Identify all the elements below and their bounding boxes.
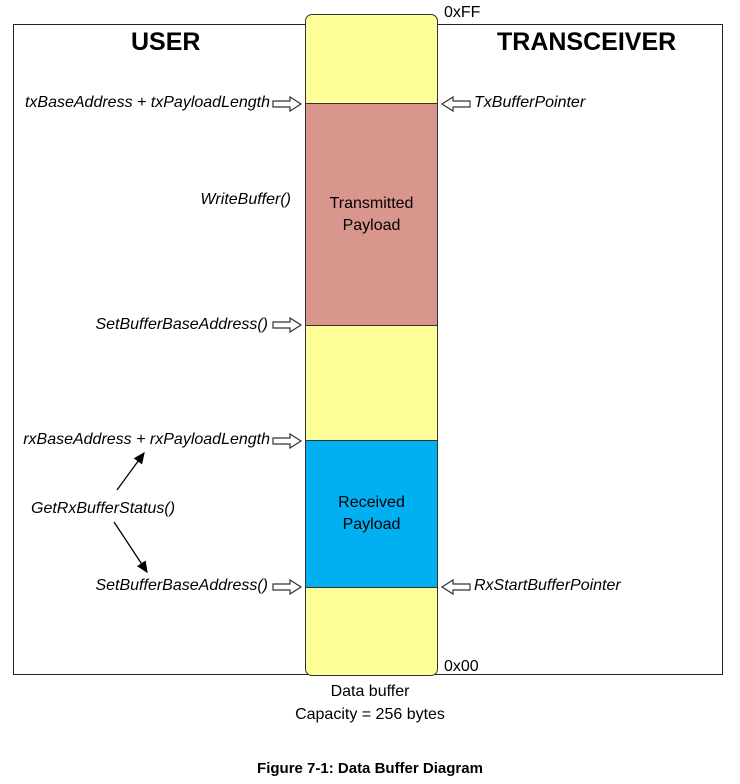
buffer-capacity: Capacity = 256 bytes	[295, 706, 445, 723]
transceiver-header: TRANSCEIVER	[497, 28, 677, 56]
tx-pointer-arrow-icon	[440, 95, 471, 113]
data-buffer: Transmitted Payload Received Payload	[305, 14, 438, 676]
tx-end-label: txBaseAddress + txPayloadLength	[24, 94, 270, 111]
address-bottom: 0x00	[444, 658, 479, 675]
figure-title: Figure 7-1: Data Buffer Diagram	[257, 760, 483, 777]
set-base-tx-label: SetBufferBaseAddress()	[95, 316, 268, 333]
tx-buffer-pointer-label: TxBufferPointer	[474, 94, 586, 111]
received-payload-label: Received	[338, 494, 405, 511]
set-base-rx-label: SetBufferBaseAddress()	[95, 577, 268, 594]
received-payload-region: Received Payload	[306, 440, 437, 588]
write-buffer-label: WriteBuffer()	[200, 191, 291, 208]
rx-end-arrow-icon	[272, 432, 303, 450]
tx-end-arrow-icon	[272, 95, 303, 113]
buffer-caption: Data buffer	[330, 683, 410, 700]
user-header: USER	[131, 28, 201, 56]
address-top: 0xFF	[444, 4, 481, 21]
rx-buffer-status-label: GetRxBufferStatus()	[31, 500, 176, 517]
set-base-rx-arrow-icon	[272, 578, 303, 596]
transmitted-payload-label: Transmitted	[329, 194, 414, 212]
rx-pointer-arrow-icon	[440, 578, 471, 596]
set-base-tx-arrow-icon	[272, 316, 303, 334]
status-to-rx-end-arrow-icon	[116, 451, 145, 491]
transmitted-payload-region: Transmitted Payload	[306, 103, 437, 326]
received-payload-label-2: Payload	[342, 516, 401, 533]
status-to-set-base-rx-arrow-icon	[113, 521, 148, 574]
transmitted-payload-label-2: Payload	[342, 216, 401, 234]
rx-end-label: rxBaseAddress + rxPayloadLength	[23, 431, 270, 448]
rx-start-pointer-label: RxStartBufferPointer	[474, 577, 621, 594]
